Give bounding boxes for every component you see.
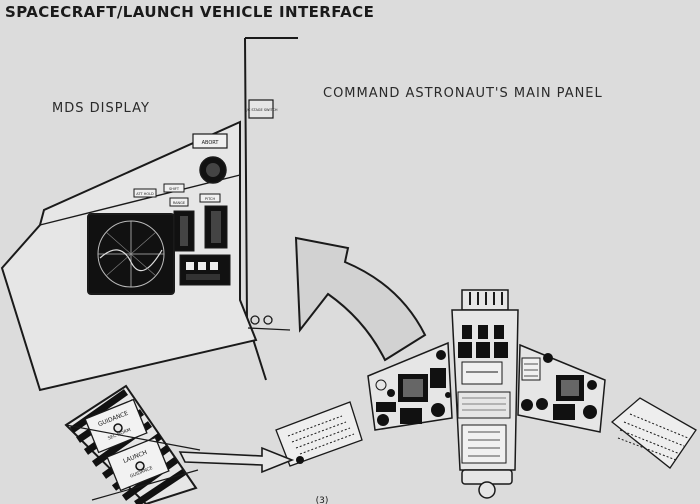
stage-switch-placard: S/C STAGE SWITCH <box>244 99 278 119</box>
svg-text:SHIFT: SHIFT <box>169 187 180 191</box>
hinge-icon <box>250 315 260 325</box>
svg-text:ATT HOLD: ATT HOLD <box>136 192 154 196</box>
svg-text:RANGE: RANGE <box>173 201 185 205</box>
pointer-arrow-icon <box>65 424 295 501</box>
main-panel-label: COMMAND ASTRONAUT'S MAIN PANEL <box>323 86 603 101</box>
page-title: SPACECRAFT/LAUNCH VEHICLE INTERFACE <box>5 3 375 21</box>
svg-text:ABORT: ABORT <box>202 140 220 146</box>
curved-arrow-icon <box>294 236 427 362</box>
guidance-placard: GUIDANCE SEC NORM LAUNCH GUIDANCE <box>64 384 198 504</box>
side-panel-right <box>610 397 697 469</box>
mds-display-label: MDS DISPLAY <box>52 101 150 116</box>
stage-switch-label: S/C STAGE SWITCH <box>244 108 278 112</box>
svg-text:PITCH: PITCH <box>205 197 216 201</box>
mds-display-screen <box>87 213 175 295</box>
mds-instruments: ABORT ATT HOLD SHIFT RANGE PITCH <box>87 133 231 295</box>
page-number: (3) <box>316 496 329 504</box>
abort-placard <box>192 133 228 149</box>
cockpit-panel <box>367 289 606 499</box>
side-panel-left <box>275 401 363 467</box>
